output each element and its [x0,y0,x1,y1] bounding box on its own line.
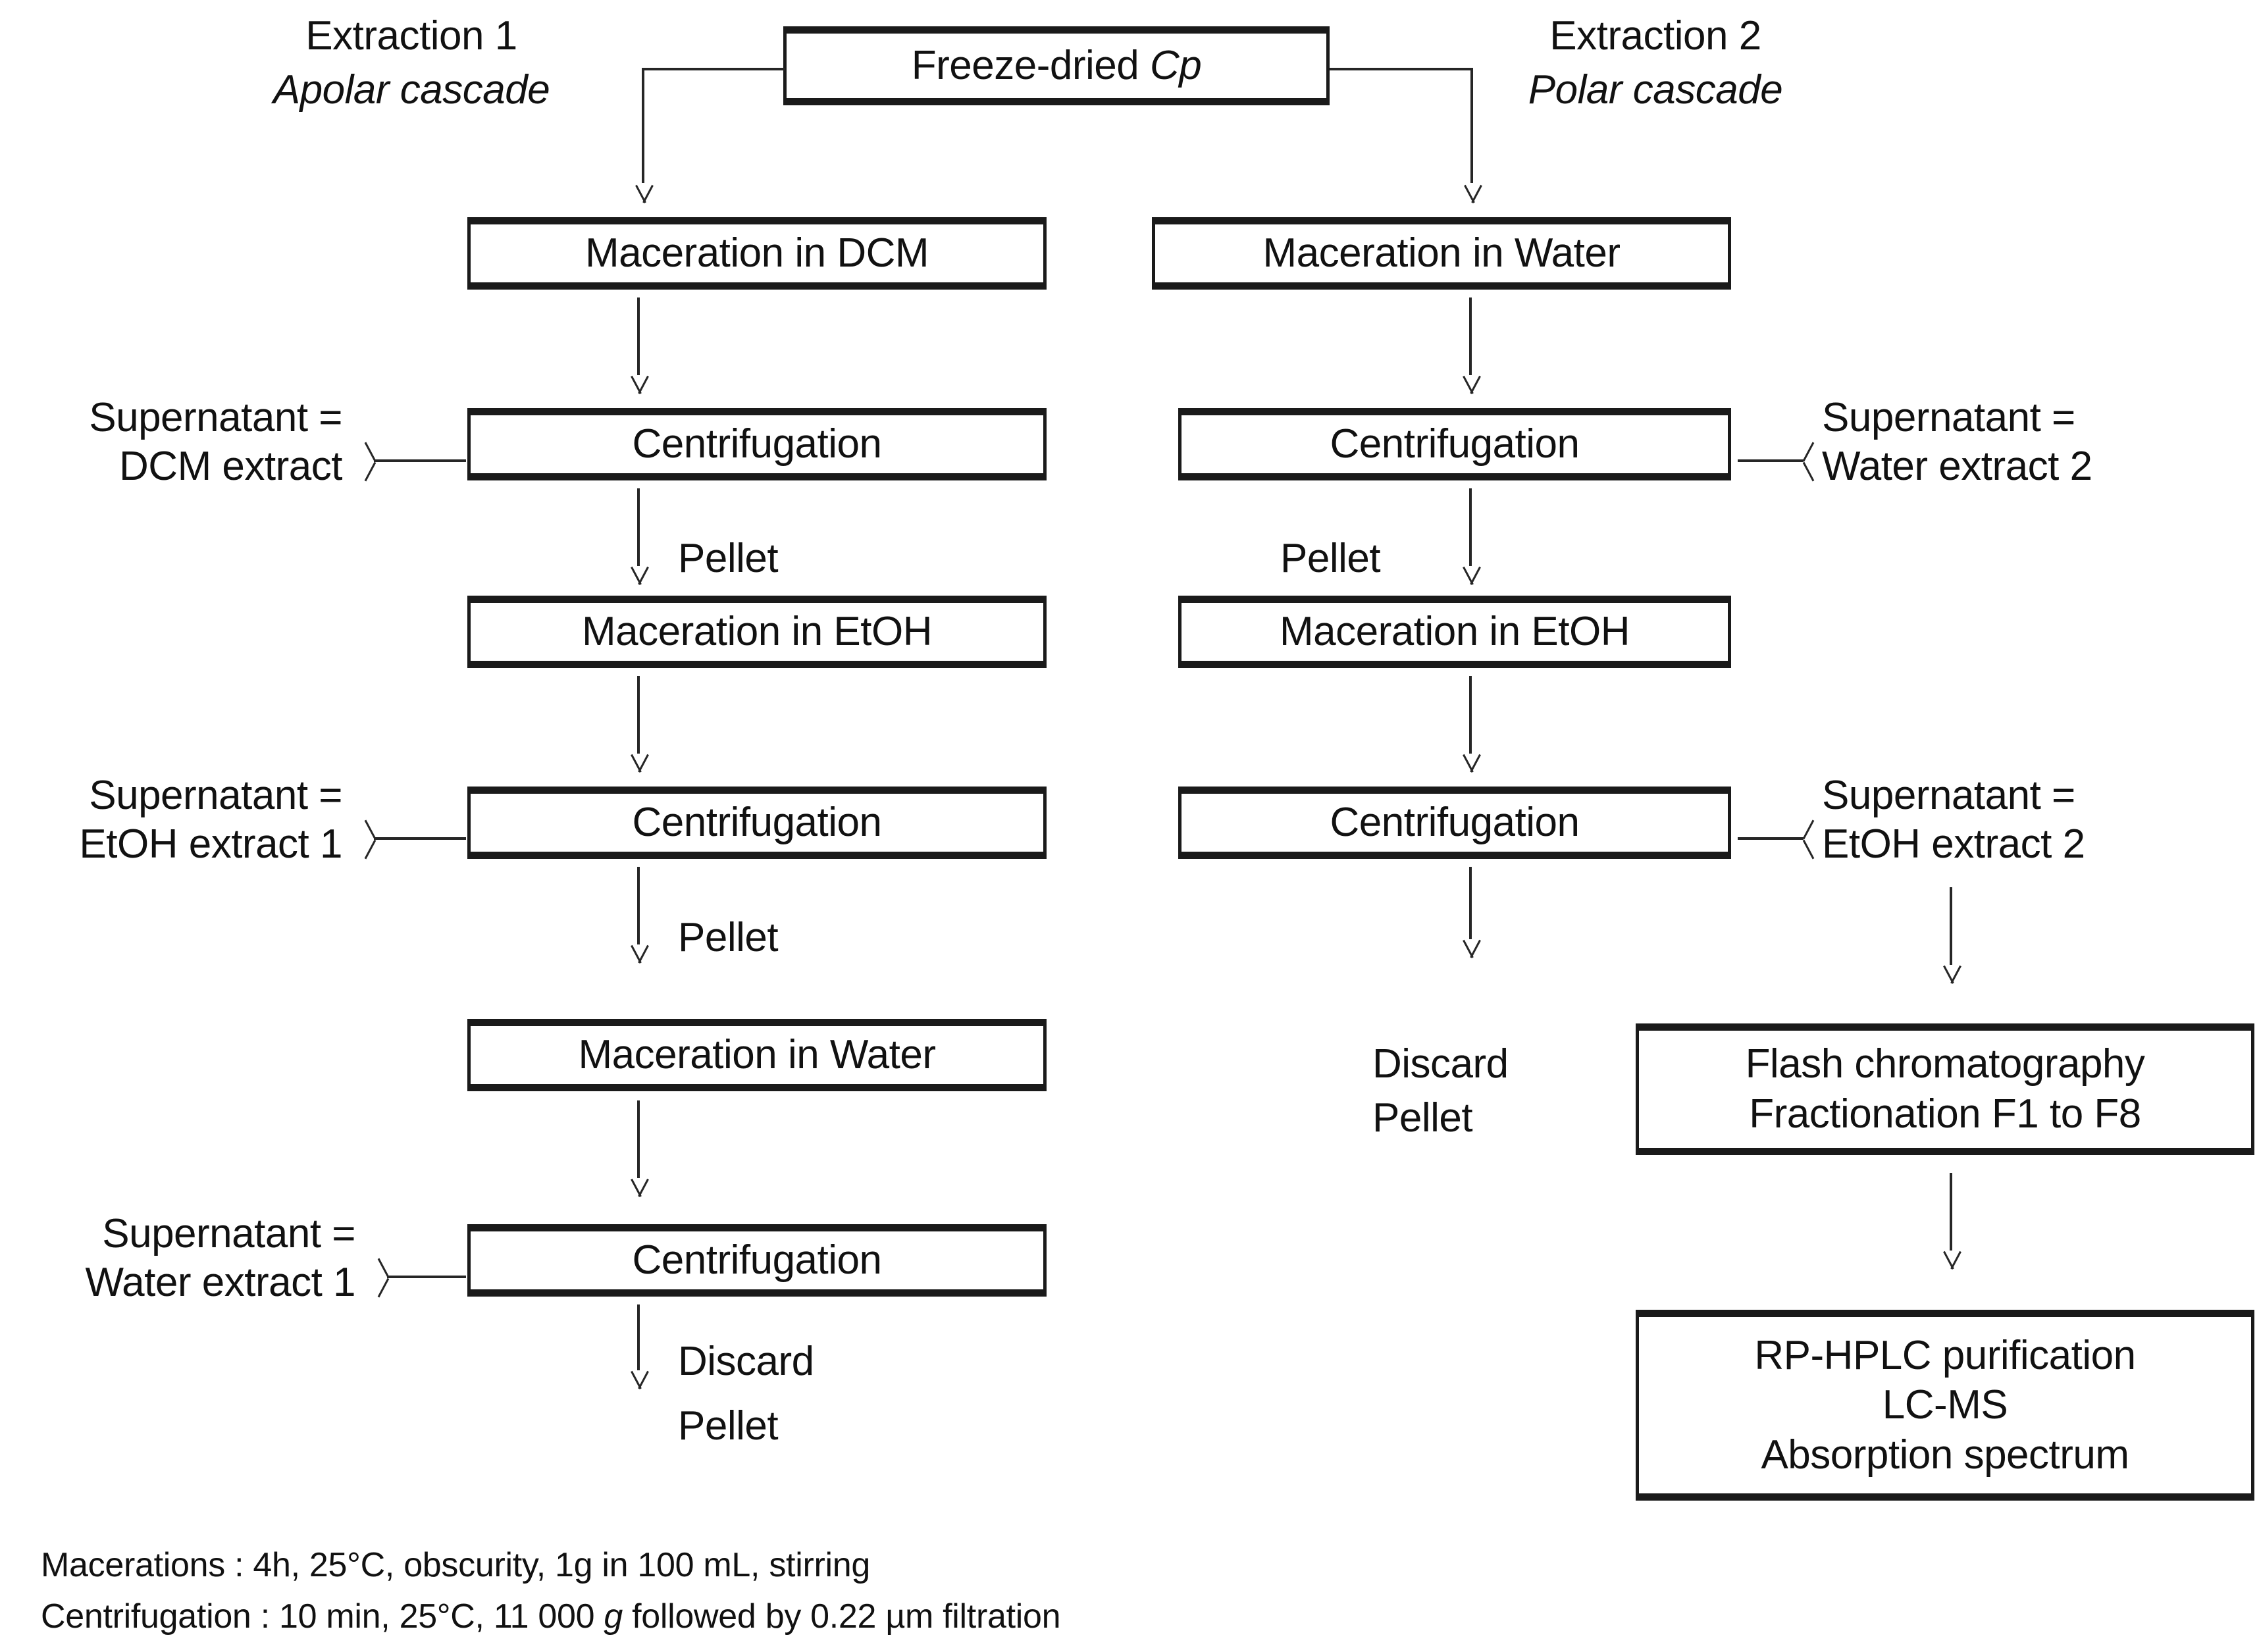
split-connector-right [1330,68,1473,70]
right-step-maceration-water: Maceration in Water [1152,217,1731,290]
left-step-3-label: Maceration in EtOH [582,609,933,655]
output-etoh2-line2: EtOH extract 2 [1822,821,2085,867]
left-arrow-5-shaft [637,1100,640,1178]
flash-line-2: Fractionation F1 to F8 [1749,1091,2141,1137]
start-box-text-italic: Cp [1149,43,1202,89]
right-step-final-analysis: RP-HPLC purification LC-MS Absorption sp… [1636,1310,2254,1501]
right-step-1-label: Maceration in Water [1262,230,1621,276]
left-arrow-6-shaft [637,1304,640,1370]
right-step-centrifugation-2: Centrifugation [1178,787,1731,859]
right-arrow-2-shaft [1469,488,1472,566]
split-drop-left [642,68,644,183]
output-water2-line1: Supernatant = [1822,395,2075,440]
output-etoh1-connector [374,837,466,840]
right-step-maceration-etoh: Maceration in EtOH [1178,596,1731,668]
right-arrow-discard-shaft [1469,867,1472,939]
left-discard-pellet-label: Pellet [678,1403,779,1449]
left-step-4-label: Centrifugation [632,800,882,846]
left-step-maceration-etoh: Maceration in EtOH [467,596,1047,668]
left-pellet-label-2: Pellet [678,915,779,960]
footnote-centrifugation-part-a: Centrifugation : 10 min, 25°C, 11 000 [41,1597,604,1636]
output-etoh2-connector [1738,837,1804,840]
right-discard-pellet-label: Pellet [1372,1095,1473,1141]
final-line-3: Absorption spectrum [1761,1432,2129,1478]
output-dcm-line1: Supernatant = [89,395,342,440]
output-etoh2-line1: Supernatant = [1822,773,2075,818]
output-water1-line1: Supernatant = [102,1211,355,1256]
output-water1-connector [387,1276,466,1278]
start-box-label: Freeze-dried Cp [911,41,1202,91]
flash-line-1: Flash chromatography [1745,1041,2145,1087]
left-arrow-4-shaft [637,867,640,944]
output-water2-connector [1738,459,1804,462]
footnote-macerations: Macerations : 4h, 25°C, obscurity, 1g in… [41,1546,870,1584]
right-arrow-3-shaft [1469,676,1472,754]
output-water2-line2: Water extract 2 [1822,444,2092,489]
split-connector-left [642,68,785,70]
branch-subtitle-right: Polar cascade [1528,67,1783,113]
final-line-2: LC-MS [1882,1382,2008,1428]
left-arrow-3-shaft [637,676,640,754]
left-pellet-label-1: Pellet [678,536,779,581]
left-step-2-label: Centrifugation [632,421,882,467]
branch-subtitle-left: Apolar cascade [273,67,550,113]
left-step-5-label: Maceration in Water [578,1032,936,1078]
flash-arrow-shaft [1950,887,1952,965]
left-discard-label: Discard [678,1339,814,1384]
split-drop-right [1470,68,1473,183]
left-arrow-1-shaft [637,297,640,375]
output-dcm-line2: DCM extract [119,444,342,489]
branch-title-right: Extraction 2 [1549,13,1761,59]
output-water1-line2: Water extract 1 [85,1260,355,1305]
right-step-2-label: Centrifugation [1330,421,1580,467]
output-etoh1-line1: Supernatant = [89,773,342,818]
right-step-flash-chromatography: Flash chromatography Fractionation F1 to… [1636,1023,2254,1155]
right-step-3-label: Maceration in EtOH [1280,609,1630,655]
final-line-1: RP-HPLC purification [1754,1332,2136,1378]
left-step-maceration-dcm: Maceration in DCM [467,217,1047,290]
left-step-centrifugation-3: Centrifugation [467,1224,1047,1297]
right-step-4-label: Centrifugation [1330,800,1580,846]
right-discard-label: Discard [1372,1041,1509,1087]
output-dcm-connector [374,459,466,462]
footnote-centrifugation-part-b: followed by 0.22 µm filtration [623,1597,1061,1636]
left-step-1-label: Maceration in DCM [584,230,929,276]
left-step-maceration-water: Maceration in Water [467,1019,1047,1091]
left-step-6-label: Centrifugation [632,1237,882,1283]
right-step-centrifugation-1: Centrifugation [1178,408,1731,480]
left-step-centrifugation-2: Centrifugation [467,787,1047,859]
final-arrow-shaft [1950,1173,1952,1251]
left-arrow-2-shaft [637,488,640,566]
output-etoh1-line2: EtOH extract 1 [79,821,342,867]
footnote-centrifugation-g-italic: g [604,1597,623,1636]
right-pellet-label-1: Pellet [1280,536,1381,581]
branch-title-left: Extraction 1 [305,13,517,59]
start-box: Freeze-dried Cp [783,26,1330,105]
footnote-centrifugation: Centrifugation : 10 min, 25°C, 11 000 g … [41,1593,1061,1641]
left-step-centrifugation-1: Centrifugation [467,408,1047,480]
right-arrow-1-shaft [1469,297,1472,375]
start-box-text-prefix: Freeze-dried [911,43,1150,89]
